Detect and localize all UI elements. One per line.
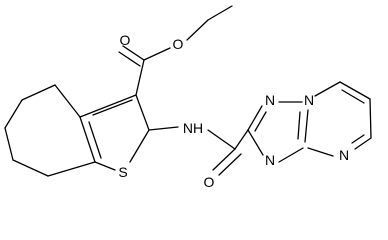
bond	[304, 109, 309, 143]
ethyl-ester-bonds	[118, 5, 233, 96]
bond	[234, 129, 249, 150]
atom-label-ester-o2: O	[120, 32, 131, 48]
bond	[307, 147, 334, 157]
bond	[129, 129, 150, 163]
atom-label-nh: NH	[183, 120, 203, 136]
bond	[47, 161, 96, 177]
bond	[79, 116, 96, 163]
bond	[247, 129, 264, 156]
bond	[247, 105, 263, 131]
bond	[339, 81, 371, 100]
atom-label-amide-o: O	[204, 174, 215, 190]
atom-labels: O O S NH O N N N N	[118, 32, 349, 190]
bond	[143, 47, 171, 61]
bond	[212, 148, 236, 171]
bond	[4, 99, 23, 129]
atom-label-s: S	[118, 164, 127, 180]
bond	[369, 98, 372, 139]
bond	[12, 159, 49, 177]
bond	[297, 111, 301, 140]
bond	[92, 99, 133, 116]
bond	[207, 5, 233, 21]
bond	[341, 89, 365, 104]
pyrimidine-ring-bonds	[307, 81, 372, 157]
bond	[54, 84, 81, 118]
cycloheptane-ring-bonds	[4, 84, 96, 177]
bond	[207, 129, 236, 150]
bond	[351, 134, 365, 144]
atom-label-triazole-n1: N	[265, 92, 275, 108]
bond	[21, 84, 56, 101]
bond	[186, 19, 209, 41]
bond	[278, 147, 304, 163]
atom-label-ester-o1: O	[173, 36, 184, 52]
triazole-ring-bonds	[247, 101, 309, 163]
thiophene-ring-bonds	[79, 94, 150, 171]
bond	[118, 51, 141, 67]
bond	[135, 94, 150, 131]
bond	[148, 126, 179, 131]
bond	[218, 153, 242, 176]
bond	[354, 137, 372, 150]
atom-label-triazole-n3: N	[265, 152, 275, 168]
bond	[79, 94, 137, 118]
bond	[4, 127, 14, 161]
bond	[88, 121, 102, 159]
bond	[122, 45, 145, 61]
bond	[314, 81, 341, 97]
atom-label-triazole-n2: N	[304, 92, 314, 108]
amide-bonds	[148, 126, 249, 176]
atom-label-pyrimidine-n: N	[339, 147, 349, 163]
bond	[254, 111, 267, 132]
bond	[135, 59, 145, 96]
bond	[94, 161, 116, 171]
molecule-structure: O O S NH O N N N N	[4, 5, 372, 190]
